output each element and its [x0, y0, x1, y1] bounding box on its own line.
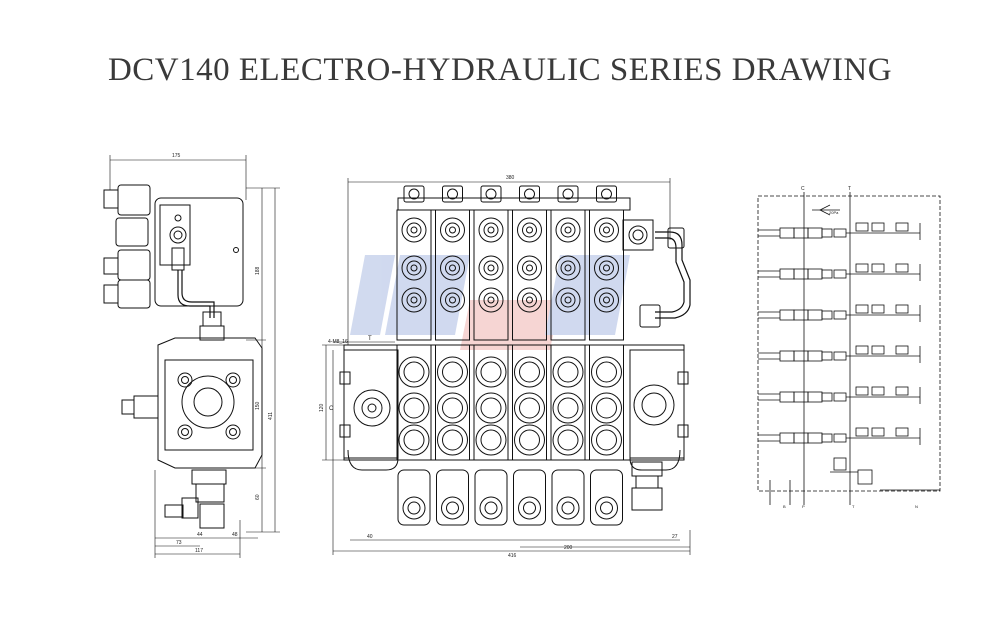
schematic-label-b: B: [783, 504, 786, 509]
dim-bottom-73: 73: [176, 540, 182, 546]
schematic-label-relief: 20Pa: [829, 210, 839, 215]
dim-top-width: 175: [172, 153, 181, 159]
schematic-label-t: T: [848, 186, 851, 192]
dim-height-mid: 150: [255, 401, 261, 410]
dim-bottom-center: 200: [564, 545, 573, 551]
dim-height-total: 411: [268, 412, 274, 420]
dim-height-upper: 188: [255, 266, 261, 275]
front-view-sections: [396, 185, 624, 526]
front-view-dims: 380 4-M8_16 120 C T 40 27 200 416: [319, 175, 678, 559]
dim-height-lower: 60: [255, 494, 261, 500]
schematic-section: [758, 386, 921, 404]
port-label-c: C: [329, 406, 334, 412]
valve-section: [589, 185, 624, 526]
schematic-section: [758, 263, 921, 281]
schematic-section: [758, 427, 921, 445]
dim-bottom-left: 40: [367, 534, 373, 540]
valve-section: [550, 185, 586, 526]
schematic-labels: C T 20Pa B P T N: [783, 186, 918, 509]
dim-port-label: 4-M8_16: [328, 339, 348, 345]
dim-bottom-48: 48: [232, 532, 238, 538]
dim-left-height: 120: [319, 403, 325, 412]
dim-bottom-117: 117: [195, 548, 203, 554]
page-title: DCV140 ELECTRO-HYDRAULIC SERIES DRAWING: [107, 52, 893, 88]
valve-section: [512, 185, 547, 526]
schematic-label-n: N: [915, 504, 918, 509]
valve-section: [396, 185, 432, 526]
schematic-label-t2: T: [852, 504, 855, 509]
port-label-t: T: [368, 336, 372, 342]
side-view-dims: 175 411 188 150 60 44 48 73 117: [172, 153, 274, 554]
front-view: [322, 178, 691, 555]
dim-bottom-right: 27: [672, 534, 678, 540]
valve-section: [473, 185, 509, 526]
schematic-section: [758, 222, 921, 240]
schematic-section: [758, 345, 921, 363]
dim-bottom-44: 44: [197, 532, 203, 538]
dim-bottom-total: 416: [508, 553, 517, 559]
valve-section: [435, 185, 470, 526]
side-view: [103, 155, 280, 558]
schematic-sections: [758, 222, 921, 445]
schematic-label-p: P: [802, 504, 805, 509]
dim-top-width: 380: [506, 175, 515, 181]
schematic-label-c: C: [801, 186, 805, 192]
hydraulic-schematic: [757, 192, 941, 505]
schematic-section: [758, 304, 921, 322]
